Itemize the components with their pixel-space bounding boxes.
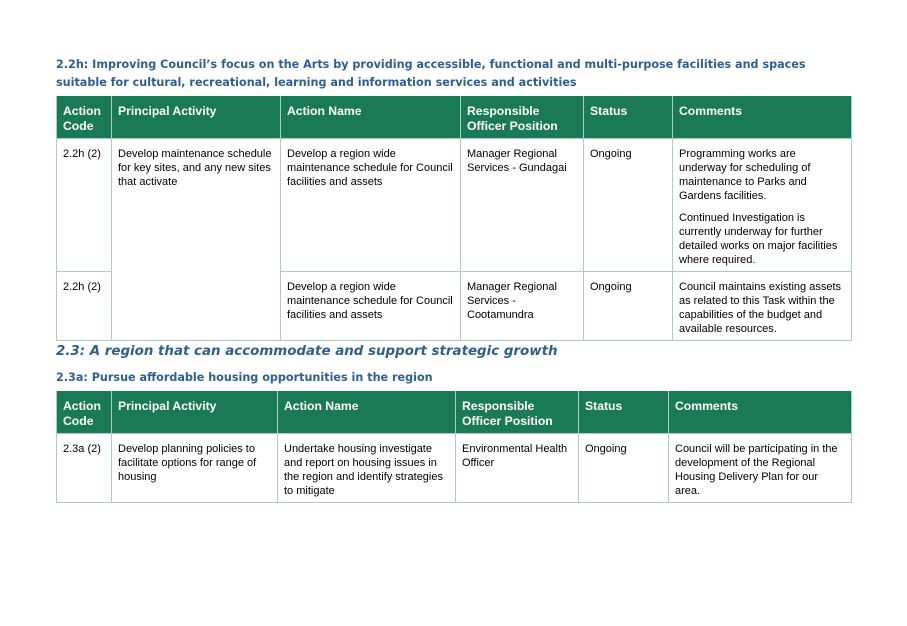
cell-action-code: 2.2h (2)	[56, 138, 112, 272]
column-header-status: Status	[583, 96, 673, 139]
table-row: 2.3a (2) Develop planning policies to fa…	[56, 433, 852, 503]
cell-principal-activity: Develop planning policies to facilitate …	[111, 433, 278, 503]
cell-comments: Council maintains existing assets as rel…	[672, 271, 852, 341]
cell-status: Ongoing	[583, 271, 673, 341]
column-header-principal-activity: Principal Activity	[111, 391, 278, 434]
cell-comments: Council will be participating in the dev…	[668, 433, 852, 503]
column-header-comments: Comments	[672, 96, 852, 139]
section-heading-2-3a: 2.3a: Pursue affordable housing opportun…	[56, 371, 433, 384]
cell-comments: Programming works are underway for sched…	[672, 138, 852, 272]
cell-action-name: Develop a region wide maintenance schedu…	[280, 271, 461, 341]
comment-paragraph: Continued Investigation is currently und…	[679, 212, 838, 266]
table-header-row: Action Code Principal Activity Action Na…	[56, 391, 852, 434]
column-header-action-name: Action Name	[277, 391, 456, 434]
action-table-2-2h: Action Code Principal Activity Action Na…	[56, 96, 852, 341]
cell-principal-activity: Develop maintenance schedule for key sit…	[111, 138, 281, 341]
column-header-action-code: Action Code	[56, 391, 112, 434]
column-header-responsible-officer: Responsible Officer Position	[455, 391, 579, 434]
cell-status: Ongoing	[583, 138, 673, 272]
cell-action-code: 2.3a (2)	[56, 433, 112, 503]
comment-paragraph: Council maintains existing assets as rel…	[679, 281, 842, 335]
cell-status: Ongoing	[578, 433, 669, 503]
cell-action-name: Develop a region wide maintenance schedu…	[280, 138, 461, 272]
cell-action-code: 2.2h (2)	[56, 271, 112, 341]
column-header-responsible-officer: Responsible Officer Position	[460, 96, 584, 139]
cell-action-name: Undertake housing investigate and report…	[277, 433, 456, 503]
table-header-row: Action Code Principal Activity Action Na…	[56, 96, 852, 139]
table-row: 2.2h (2) Develop maintenance schedule fo…	[56, 138, 852, 341]
cell-responsible-officer: Manager Regional Services - Cootamundra	[460, 271, 584, 341]
column-header-action-code: Action Code	[56, 96, 112, 139]
column-header-comments: Comments	[668, 391, 852, 434]
table-row: 2.2h (2) Develop a region wide maintenan…	[56, 271, 852, 341]
cell-responsible-officer: Manager Regional Services - Gundagai	[460, 138, 584, 272]
action-table-2-3a: Action Code Principal Activity Action Na…	[56, 391, 852, 503]
column-header-status: Status	[578, 391, 669, 434]
column-header-action-name: Action Name	[280, 96, 461, 139]
section-heading-2-3: 2.3: A region that can accommodate and s…	[56, 344, 558, 359]
comment-paragraph: Programming works are underway for sched…	[679, 148, 811, 202]
section-heading-2-2h: 2.2h: Improving Council’s focus on the A…	[56, 58, 806, 89]
cell-responsible-officer: Environmental Health Officer	[455, 433, 579, 503]
column-header-principal-activity: Principal Activity	[111, 96, 281, 139]
